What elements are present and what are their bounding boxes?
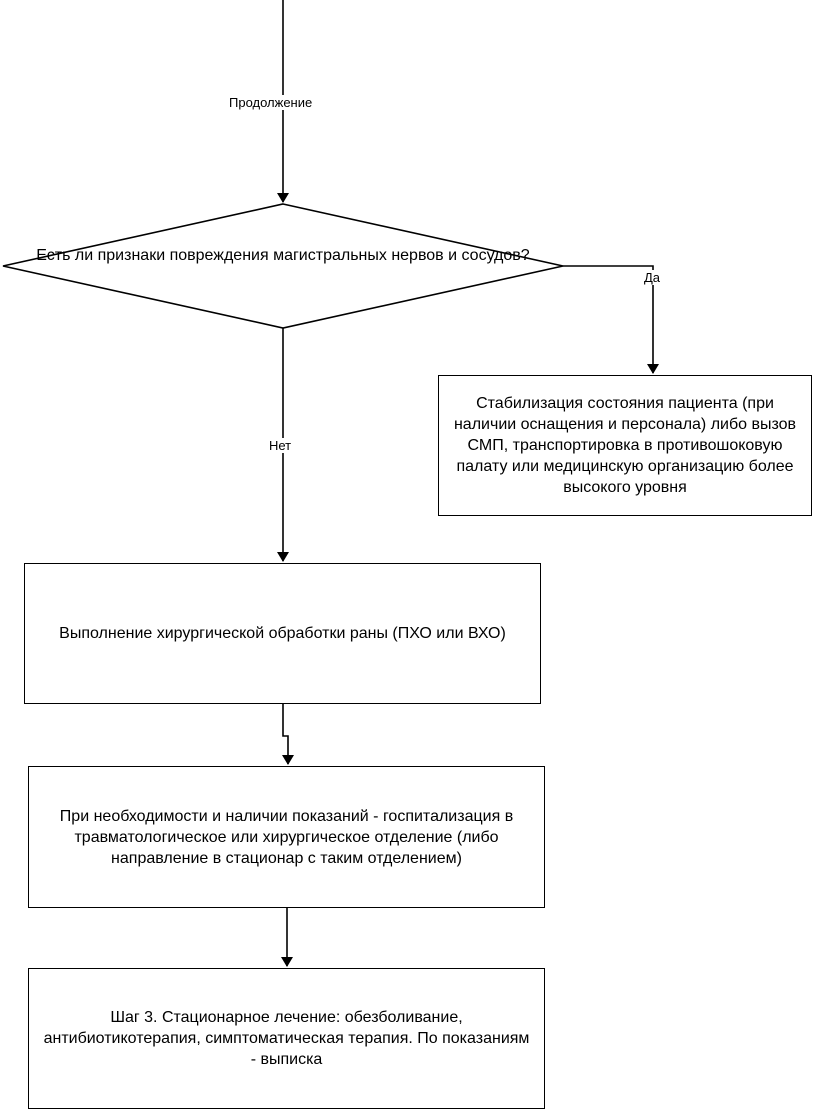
stabilization-box: Стабилизация состояния пациента (при нал…: [438, 375, 812, 516]
no-label: Нет: [268, 438, 293, 453]
decision-text: Есть ли признаки повреждения магистральн…: [36, 247, 530, 264]
stabilization-text: Стабилизация состояния пациента (при нал…: [453, 395, 797, 496]
edge-yes: [563, 265, 659, 374]
continue-label: Продолжение: [228, 95, 314, 110]
decision-diamond: [2, 203, 564, 329]
surgery-text: Выполнение хирургической обработки раны …: [59, 625, 506, 642]
surgery-box: Выполнение хирургической обработки раны …: [24, 563, 541, 704]
step3-text: Шаг 3. Стационарное лечение: обезболиван…: [43, 1009, 530, 1068]
yes-label: Да: [643, 270, 662, 285]
hospitalization-text: При необходимости и наличии показаний - …: [59, 807, 514, 867]
edge-surgery-to-hospitalization: [282, 703, 294, 765]
step3-box: Шаг 3. Стационарное лечение: обезболиван…: [28, 968, 545, 1109]
hospitalization-box: При необходимости и наличии показаний - …: [28, 766, 545, 908]
